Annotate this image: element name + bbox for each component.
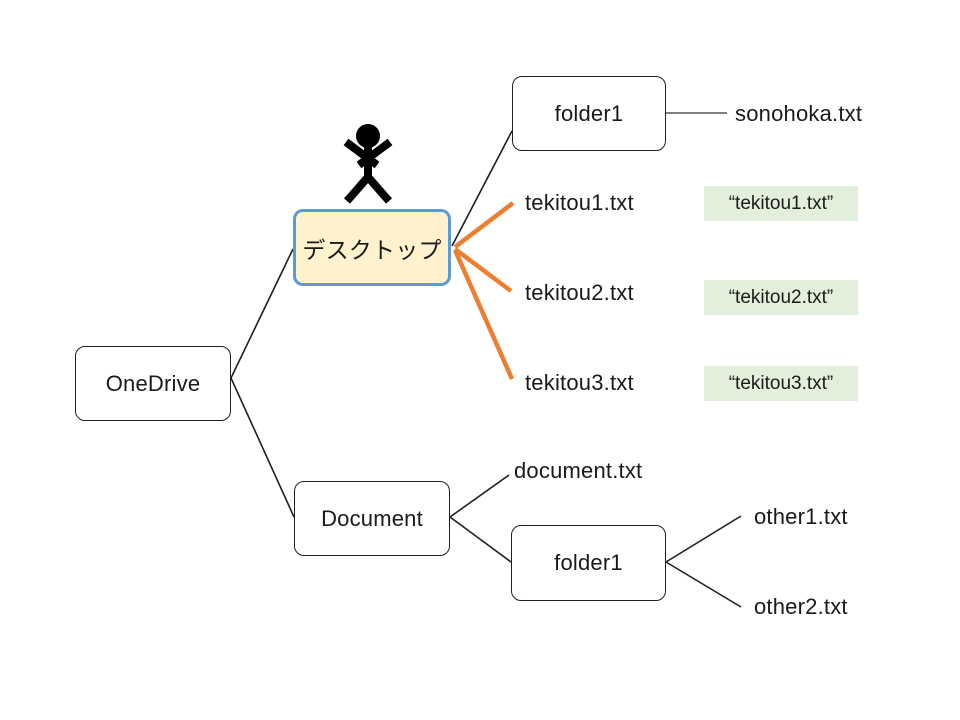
connector-desktop-tekitou2 [453,247,513,293]
connector-document-documenttxt [449,474,510,518]
file-label-tekitou1: tekitou1.txt [525,190,634,215]
connector-desktop-folder1 [451,130,513,247]
content-box-tekitou2: “tekitou2.txt” [704,280,858,315]
node-onedrive: OneDrive [75,346,231,421]
node-document: Document [294,481,450,556]
content-box-tekitou1: “tekitou1.txt” [704,186,858,221]
connector-onedrive-desktop [230,248,294,379]
node-desktop: デスクトップ [293,209,451,286]
file-label-sonohoka: sonohoka.txt [735,101,863,126]
connector-folder1-other1 [665,515,742,563]
content-box-tekitou3: “tekitou3.txt” [704,366,858,401]
file-label-other1: other1.txt [754,504,848,529]
connector-document-folder1 [449,516,512,563]
connector-desktop-tekitou3 [452,249,515,380]
connector-folder1-other2 [665,561,742,608]
node-folder1-top: folder1 [512,76,666,151]
person-stick-figure-icon [343,124,393,204]
node-folder1-top-label: folder1 [554,100,624,126]
node-folder1-bottom: folder1 [511,525,666,601]
file-label-tekitou2: tekitou2.txt [525,280,634,305]
connector-desktop-tekitou1 [453,201,515,249]
file-label-other2: other2.txt [754,594,848,619]
node-document-label: Document [321,505,423,531]
node-onedrive-label: OneDrive [105,370,201,396]
node-folder1-bottom-label: folder1 [554,550,623,575]
connector-onedrive-document [230,377,295,518]
node-desktop-label: デスクトップ [302,236,442,263]
file-label-tekitou3: tekitou3.txt [525,370,634,395]
file-label-documenttxt: document.txt [514,458,643,483]
